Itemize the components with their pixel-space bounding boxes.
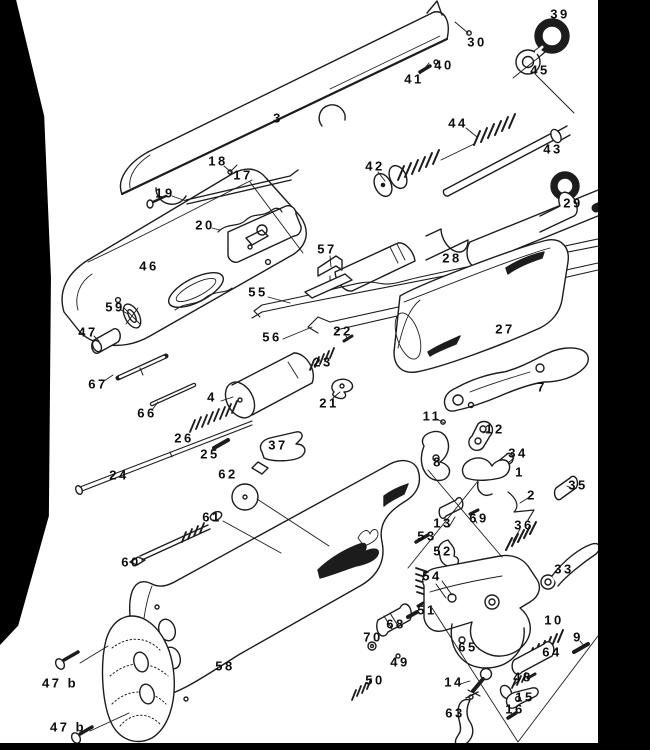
scan-border-bottom [0, 743, 650, 750]
recoil-spring-drawing [373, 113, 580, 201]
receiver-drawing [61, 168, 307, 347]
leader-lines [79, 21, 608, 743]
magazine-cap-drawing [515, 18, 570, 75]
forend-small-parts-drawing [309, 334, 354, 400]
forend-drawing [393, 239, 569, 373]
carrier-drawing [440, 347, 589, 452]
plunger-parts-drawing [351, 603, 419, 701]
butt-plate-drawing [54, 615, 175, 744]
hammer-trigger-parts-drawing [420, 430, 579, 521]
magazine-tube-drawing [74, 303, 315, 495]
trigger-plate-parts-drawing [454, 629, 590, 747]
scan-border-right [598, 0, 650, 750]
barrel-pins-drawing [418, 30, 472, 74]
stock-drawing [129, 459, 421, 702]
stock-bolt-drawing [129, 483, 259, 566]
latch-parts-drawing [146, 164, 299, 233]
sight-block-drawing [304, 255, 353, 299]
barrel-drawing [119, 0, 449, 205]
trigger-housing-drawing [422, 554, 541, 669]
